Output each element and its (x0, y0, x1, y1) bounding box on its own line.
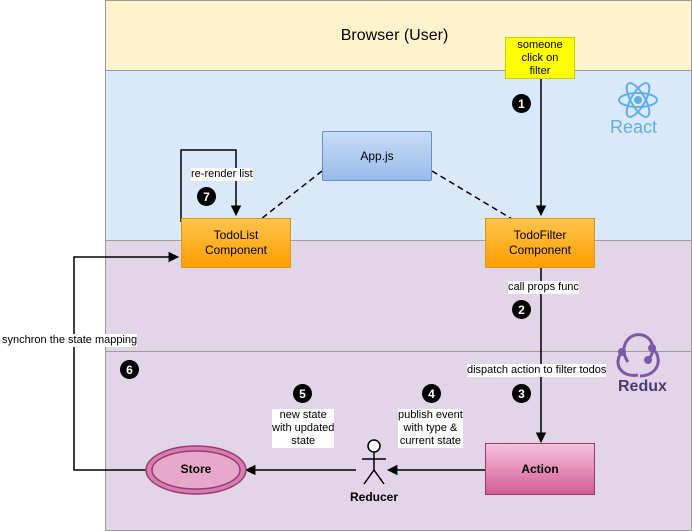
step-badge-4: 4 (422, 384, 441, 403)
react-logo-icon (618, 82, 658, 118)
redux-logo-icon (616, 333, 660, 378)
step-badge-3: 3 (512, 384, 531, 403)
dispatch-label: dispatch action to filter todos (467, 364, 607, 377)
dashed-link-appjs-todofilter (431, 170, 513, 220)
todolist-component-node: TodoList Component (181, 218, 291, 268)
action-node: Action (485, 443, 595, 495)
browser-band-title: Browser (User) (340, 26, 449, 44)
step-badge-5: 5 (293, 384, 312, 403)
store-label: Store (180, 462, 212, 476)
publish-label: publish event with type & current state (398, 409, 463, 448)
arrow-rerender-loop (180, 149, 242, 222)
new-state-label: new state with updated state (272, 409, 335, 448)
reducer-label: Reducer (349, 490, 399, 504)
todofilter-component-node: TodoFilter Component (485, 218, 595, 268)
rerender-label: re-render list (191, 168, 253, 181)
arrow-store-to-todolist (73, 251, 180, 471)
call-props-label: call props func (508, 281, 579, 294)
dashed-link-appjs-todolist (260, 170, 323, 220)
step-badge-2: 2 (512, 300, 531, 319)
synchron-label: synchron the state mapping (2, 334, 138, 347)
step-badge-6: 6 (120, 360, 139, 379)
redux-logo-text: Redux (618, 378, 667, 395)
appjs-node: App.js (322, 131, 432, 181)
store-node (145, 445, 247, 495)
click-note: someone click on filter (505, 37, 575, 79)
step-badge-1: 1 (512, 94, 531, 113)
step-badge-7: 7 (197, 187, 216, 206)
react-logo-text: React (610, 117, 658, 137)
reducer-actor-icon (362, 439, 386, 485)
browser-band: Browser (User) (105, 0, 692, 71)
